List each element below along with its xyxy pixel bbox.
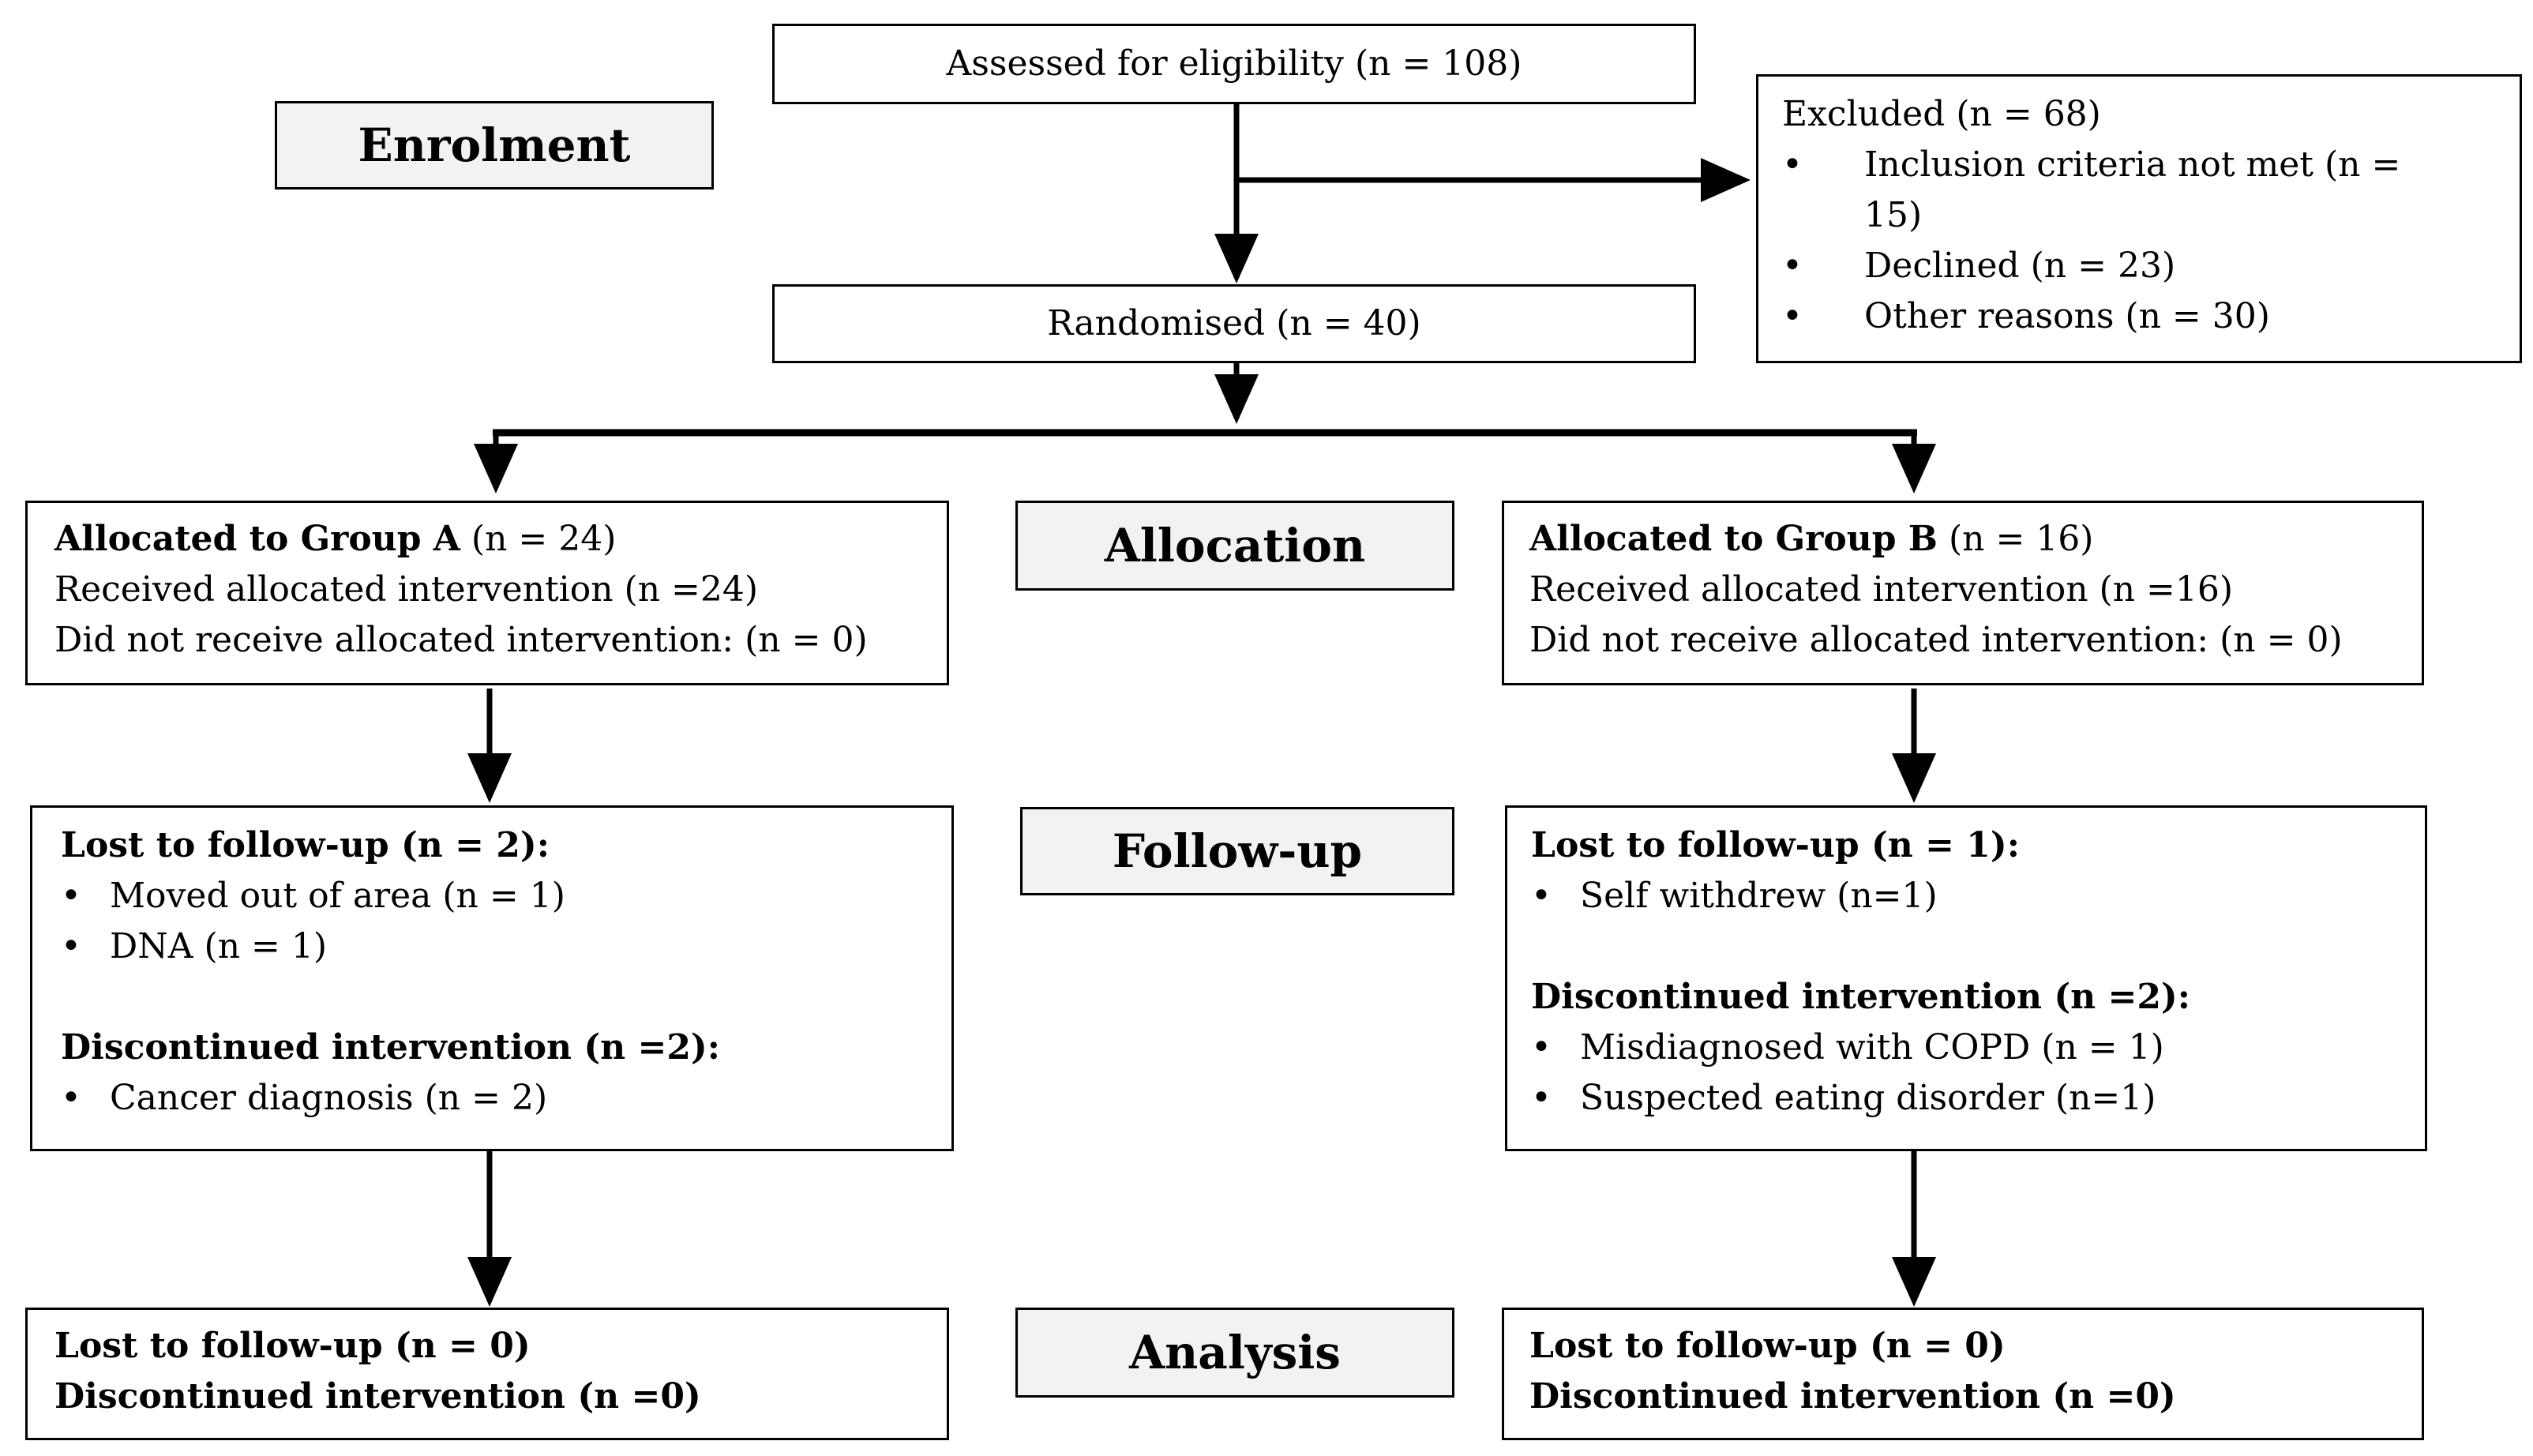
group-b-lost-list: • Self withdrew (n=1) bbox=[1531, 871, 2425, 921]
bullet-icon: • bbox=[1531, 1078, 1552, 1118]
stage-enrolment: Enrolment bbox=[275, 101, 714, 190]
stage-followup: Follow-up bbox=[1020, 807, 1454, 895]
stage-allocation: Allocation bbox=[1015, 501, 1454, 591]
group-a-followup-box: Lost to follow-up (n = 2): • Moved out o… bbox=[30, 805, 954, 1151]
group-a-analysis-box: Lost to follow-up (n = 0) Discontinued i… bbox=[25, 1308, 949, 1440]
stage-allocation-label: Allocation bbox=[1104, 519, 1366, 572]
group-a-disc-list: • Cancer diagnosis (n = 2) bbox=[61, 1073, 951, 1124]
group-a-disc-title: Discontinued intervention (n =2): bbox=[61, 1027, 720, 1068]
group-b-not-received: Did not receive allocated intervention: … bbox=[1529, 620, 2343, 660]
list-item: • Suspected eating disorder (n=1) bbox=[1531, 1073, 2425, 1124]
excluded-box: Excluded (n = 68) • Inclusion criteria n… bbox=[1756, 74, 2522, 363]
assessed-box: Assessed for eligibility (n = 108) bbox=[772, 24, 1696, 104]
list-item: • Self withdrew (n=1) bbox=[1531, 871, 2425, 921]
group-a-allocated: Allocated to Group A (n = 24) bbox=[54, 519, 617, 559]
group-a-lost-title: Lost to follow-up (n = 2): bbox=[61, 825, 550, 865]
group-a-analysis-disc: Discontinued intervention (n =0) bbox=[54, 1376, 701, 1417]
bullet-icon: • bbox=[61, 926, 81, 966]
randomised-box: Randomised (n = 40) bbox=[772, 284, 1696, 363]
list-item: • Moved out of area (n = 1) bbox=[61, 871, 951, 921]
group-a-not-received: Did not receive allocated intervention: … bbox=[54, 620, 868, 660]
group-a-lost-list: • Moved out of area (n = 1) • DNA (n = 1… bbox=[61, 871, 951, 972]
list-item-continuation: 15) bbox=[1864, 195, 1923, 235]
group-b-received: Received allocated intervention (n =16) bbox=[1529, 569, 2234, 610]
bullet-icon: • bbox=[61, 1078, 81, 1118]
group-b-followup-box: Lost to follow-up (n = 1): • Self withdr… bbox=[1505, 805, 2427, 1151]
excluded-list: • Inclusion criteria not met (n = 15) • … bbox=[1782, 140, 2520, 342]
stage-enrolment-label: Enrolment bbox=[358, 118, 631, 172]
group-b-allocated: Allocated to Group B (n = 16) bbox=[1529, 519, 2094, 559]
list-item: • Cancer diagnosis (n = 2) bbox=[61, 1073, 951, 1124]
list-item: • Misdiagnosed with COPD (n = 1) bbox=[1531, 1023, 2425, 1073]
stage-followup-label: Follow-up bbox=[1112, 824, 1363, 878]
randomised-text: Randomised (n = 40) bbox=[1047, 303, 1421, 343]
bullet-icon: • bbox=[1782, 144, 1803, 185]
bullet-icon: • bbox=[1782, 246, 1803, 286]
stage-analysis-label: Analysis bbox=[1129, 1326, 1341, 1379]
bullet-icon: • bbox=[1531, 876, 1552, 916]
bullet-icon: • bbox=[1782, 296, 1803, 336]
bullet-icon: • bbox=[1531, 1027, 1552, 1068]
stage-analysis: Analysis bbox=[1015, 1308, 1454, 1398]
group-b-allocation-box: Allocated to Group B (n = 16) Received a… bbox=[1502, 501, 2424, 685]
group-b-lost-title: Lost to follow-up (n = 1): bbox=[1531, 825, 2020, 865]
group-a-analysis-lost: Lost to follow-up (n = 0) bbox=[54, 1326, 531, 1366]
excluded-title: Excluded (n = 68) bbox=[1782, 94, 2101, 134]
group-b-disc-list: • Misdiagnosed with COPD (n = 1) • Suspe… bbox=[1531, 1023, 2425, 1124]
assessed-text: Assessed for eligibility (n = 108) bbox=[946, 43, 1522, 84]
group-a-allocation-box: Allocated to Group A (n = 24) Received a… bbox=[25, 501, 949, 685]
group-b-analysis-lost: Lost to follow-up (n = 0) bbox=[1529, 1326, 2006, 1366]
group-b-disc-title: Discontinued intervention (n =2): bbox=[1531, 977, 2190, 1017]
list-item: • DNA (n = 1) bbox=[61, 921, 951, 972]
bullet-icon: • bbox=[61, 876, 81, 916]
group-b-analysis-disc: Discontinued intervention (n =0) bbox=[1529, 1376, 2176, 1417]
list-item: • Inclusion criteria not met (n = bbox=[1782, 140, 2520, 190]
group-a-received: Received allocated intervention (n =24) bbox=[54, 569, 759, 610]
list-item: • Other reasons (n = 30) bbox=[1782, 291, 2520, 342]
list-item: • Declined (n = 23) bbox=[1782, 241, 2520, 291]
group-b-analysis-box: Lost to follow-up (n = 0) Discontinued i… bbox=[1502, 1308, 2424, 1440]
